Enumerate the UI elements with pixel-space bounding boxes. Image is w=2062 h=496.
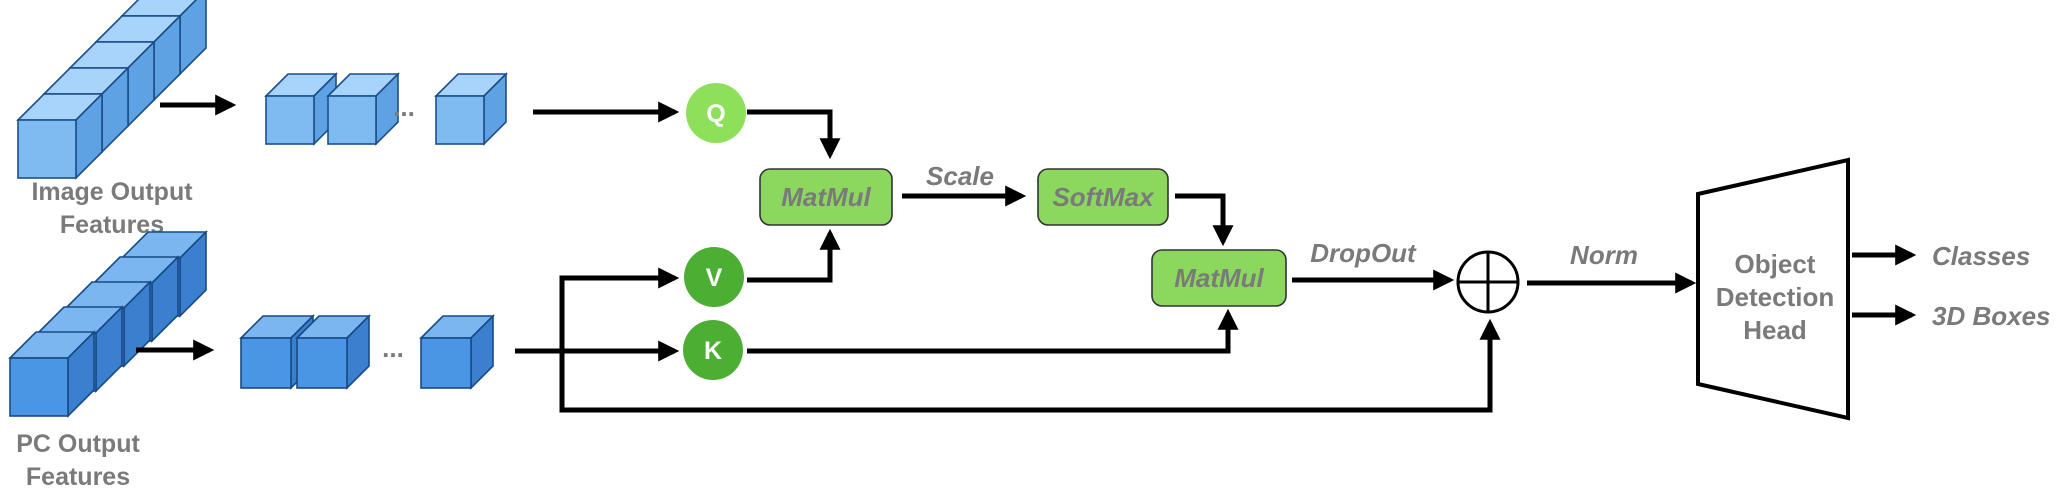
scale-label: Scale [926, 161, 994, 191]
head-label-line3: Head [1743, 315, 1807, 345]
q-node-label: Q [706, 100, 725, 128]
classes-output-label: Classes [1932, 241, 2030, 271]
image-token-cube [326, 72, 400, 146]
q-to-matmul1-arrow [747, 109, 841, 160]
k-to-matmul2-arrow [747, 308, 1239, 354]
pc-token-cubes [239, 314, 495, 390]
pc-token-cube [419, 314, 495, 390]
image-token-cubes [264, 72, 508, 146]
softmax-label: SoftMax [1052, 182, 1155, 212]
head-label-line1: Object [1735, 249, 1816, 279]
head-label-line2: Detection [1716, 282, 1834, 312]
pc-stack-cube [8, 330, 96, 418]
image-token-cube [264, 72, 338, 146]
k-node-label: K [704, 337, 722, 365]
matmul1-box: MatMul [759, 168, 893, 226]
q-node: Q [686, 83, 746, 143]
matmul2-label: MatMul [1174, 263, 1264, 293]
norm-label: Norm [1570, 240, 1638, 270]
matmul1-label: MatMul [781, 182, 871, 212]
add-operator [1456, 250, 1520, 314]
k-node: K [683, 320, 743, 380]
boxes-output-label: 3D Boxes [1932, 301, 2051, 331]
pc-features-label-line2: Features [26, 463, 130, 491]
v-to-matmul1-arrow [747, 228, 841, 283]
v-node-label: V [706, 264, 723, 292]
pc-feature-stack [8, 230, 208, 418]
pc-to-v-arrow [559, 267, 680, 412]
image-features-label-line1: Image Output [31, 178, 193, 206]
matmul2-box: MatMul [1151, 249, 1287, 307]
dropout-label: DropOut [1310, 238, 1417, 268]
object-detection-head: Object Detection Head [1696, 157, 1850, 421]
softmax-to-matmul2-arrow [1175, 193, 1234, 247]
pc-token-cube [295, 314, 371, 390]
pc-token-ellipsis: ... [382, 333, 404, 363]
residual-connection-arrow [559, 276, 1501, 413]
softmax-box: SoftMax [1037, 168, 1169, 226]
image-token-ellipsis: ... [393, 92, 415, 122]
image-token-cube [434, 72, 508, 146]
image-feature-stack [16, 0, 207, 180]
v-node: V [684, 247, 744, 307]
pc-features-label-line1: PC Output [16, 430, 140, 458]
image-stack-cube [16, 92, 104, 180]
